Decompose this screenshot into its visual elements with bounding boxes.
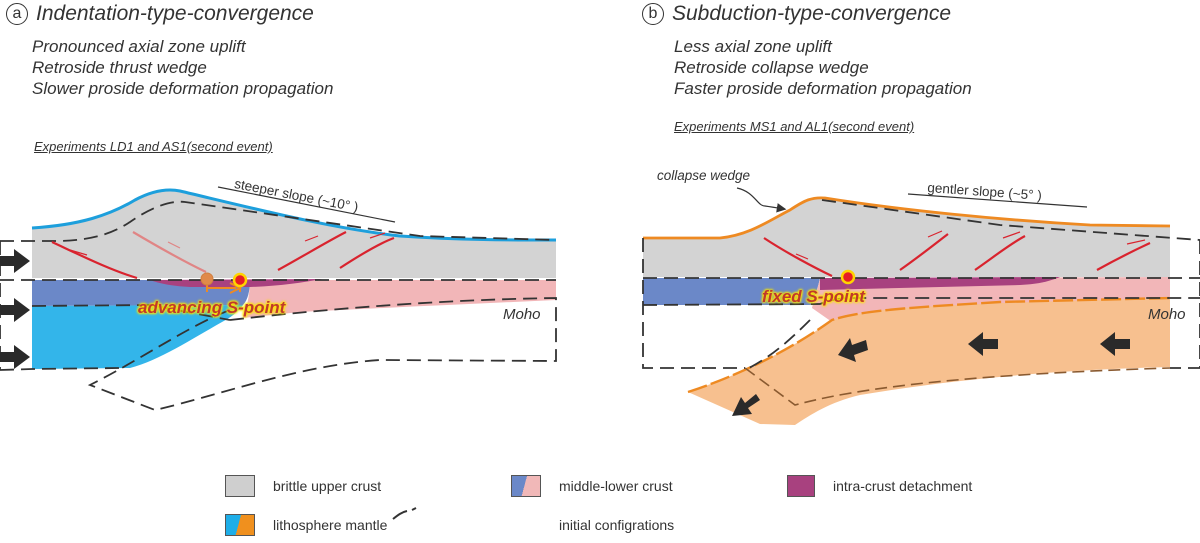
b-moho-label: Moho bbox=[1148, 306, 1186, 323]
subduction-arrow-icon bbox=[1100, 332, 1130, 356]
legend-brittle-upper-crust: brittle upper crust bbox=[225, 475, 381, 497]
panel-b-feature-3: Faster proside deformation propagation bbox=[674, 79, 972, 98]
panel-a-feature-1: Pronounced axial zone uplift bbox=[32, 37, 246, 56]
legend-initial-configurations: initial configrations bbox=[559, 517, 675, 533]
a-initial-config bbox=[0, 200, 557, 411]
b-detachment bbox=[820, 277, 1060, 290]
subduction-arrow-icon bbox=[838, 338, 868, 362]
legend-swatch bbox=[225, 514, 255, 536]
legend-swatch bbox=[225, 475, 255, 497]
push-arrow-icon bbox=[0, 345, 30, 369]
legend-swatch bbox=[511, 475, 541, 497]
panel-a-feature-2: Retroside thrust wedge bbox=[32, 58, 207, 77]
a-mid-lower-crust-pink bbox=[243, 280, 556, 318]
b-s-point-marker bbox=[840, 269, 856, 285]
legend-dashed-glyph bbox=[392, 510, 408, 520]
b-mid-lower-crust-pink bbox=[812, 277, 1170, 322]
b-surface-line bbox=[643, 196, 1171, 240]
legend-middle-lower-crust: middle-lower crust bbox=[511, 475, 673, 497]
b-collapse-wedge-label: collapse wedge bbox=[657, 168, 751, 183]
b-mid-lower-crust-blue bbox=[643, 278, 820, 305]
subduction-arrow-icon bbox=[968, 332, 998, 356]
push-arrow-icon bbox=[0, 249, 30, 273]
subduction-arrow-icon bbox=[732, 394, 760, 416]
panel-b-feature-2: Retroside collapse wedge bbox=[674, 58, 869, 77]
b-faults bbox=[763, 230, 1151, 277]
legend-swatch bbox=[787, 475, 815, 497]
panel-b-feature-1: Less axial zone uplift bbox=[674, 37, 832, 56]
panel-a-badge: a bbox=[6, 3, 28, 25]
panel-b-badge: b bbox=[642, 3, 664, 25]
push-arrow-icon bbox=[0, 298, 30, 322]
legend-dashed-glyph-dash bbox=[411, 507, 417, 511]
b-upper-crust bbox=[643, 197, 1170, 277]
a-surface-line bbox=[31, 188, 557, 242]
a-s-point-label: advancing S-point bbox=[138, 298, 286, 317]
a-faults bbox=[51, 231, 395, 280]
b-lithosphere-mantle bbox=[688, 298, 1170, 425]
b-initial-config bbox=[642, 199, 1200, 371]
b-slab-top bbox=[687, 296, 1171, 394]
legend-intra-crust-detachment: intra-crust detachment bbox=[787, 475, 972, 497]
collapse-wedge-pointer bbox=[736, 187, 787, 213]
panel-a-section bbox=[0, 188, 557, 411]
panel-a-experiments: Experiments LD1 and AS1(second event) bbox=[34, 139, 273, 154]
a-lithosphere-mantle bbox=[32, 305, 243, 369]
a-s-point-marker bbox=[200, 272, 248, 294]
panel-b-experiments: Experiments MS1 and AL1(second event) bbox=[674, 119, 915, 134]
a-upper-crust bbox=[32, 190, 556, 278]
panel-a-feature-3: Slower proside deformation propagation bbox=[32, 79, 334, 98]
b-slab-base bbox=[744, 367, 1171, 406]
b-s-point-label: fixed S-point bbox=[762, 287, 865, 306]
legend-lithosphere-mantle: lithosphere mantle bbox=[225, 514, 387, 536]
a-slope-reference-line bbox=[217, 186, 396, 223]
b-subduction-arrows bbox=[732, 332, 1130, 416]
panel-b-section bbox=[642, 187, 1200, 425]
a-moho-label: Moho bbox=[503, 306, 541, 323]
a-push-arrows bbox=[0, 249, 30, 369]
b-slope-reference-line bbox=[907, 193, 1088, 208]
